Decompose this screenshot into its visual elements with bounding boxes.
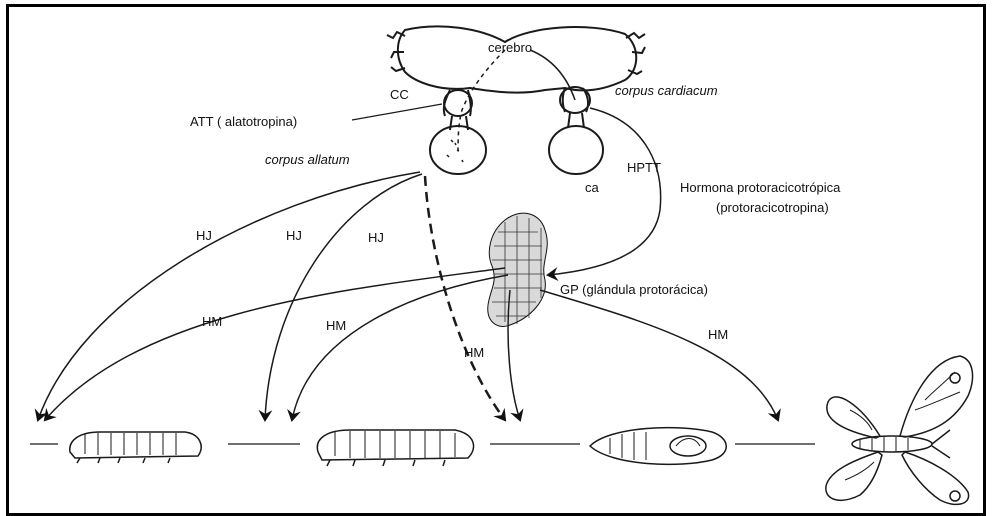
hm-arrow-1 (45, 268, 505, 420)
label-att: ATT ( alatotropina) (190, 114, 297, 129)
hm-arrow-4 (540, 290, 778, 420)
label-hptt: HPTT (627, 160, 661, 175)
label-hm-1: HM (202, 314, 222, 329)
label-hj-3: HJ (368, 230, 384, 245)
pupa (590, 428, 726, 465)
label-hj-1: HJ (196, 228, 212, 243)
larva-late (317, 430, 473, 466)
hj-arrow-1 (38, 172, 420, 420)
hj-arrow-2 (265, 174, 422, 420)
label-hm-4: HM (708, 327, 728, 342)
adult-moth (826, 356, 973, 504)
label-hj-2: HJ (286, 228, 302, 243)
brain-shape (387, 26, 645, 92)
right-gland-chain (549, 87, 603, 174)
label-corpus-cardiacum: corpus cardiacum (615, 83, 718, 98)
label-hormona-2: (protoracicotropina) (716, 200, 829, 215)
label-cc: CC (390, 87, 409, 102)
neurosecretory-path-left (458, 50, 505, 155)
label-hormona-1: Hormona protoracicotrópica (680, 180, 841, 195)
larva-early (70, 432, 201, 463)
att-pointer (352, 104, 442, 120)
label-cerebro: cerebro (488, 40, 532, 55)
hptt-arrow (548, 108, 661, 275)
label-corpus-allatum: corpus allatum (265, 152, 350, 167)
label-gp: GP (glándula protorácica) (560, 282, 708, 297)
neurosecretory-path-right (530, 50, 575, 100)
label-hm-2: HM (326, 318, 346, 333)
label-hm-3: HM (464, 345, 484, 360)
label-ca: ca (585, 180, 600, 195)
